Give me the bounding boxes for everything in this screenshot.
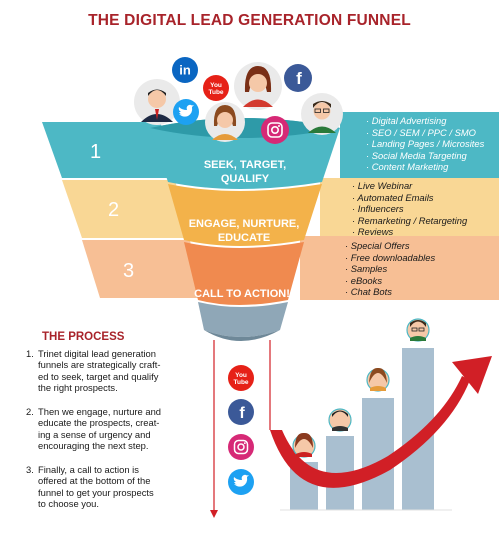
- growth-arrow-head: [452, 356, 492, 394]
- process-step-3: 3. Finally, a call to action is offered …: [26, 464, 154, 510]
- svg-text:f: f: [296, 69, 302, 88]
- growth-arrow: [270, 376, 470, 488]
- avatar-woman-center: [234, 62, 282, 110]
- twitter-icon-side: [228, 469, 254, 495]
- stage2-number: 2: [108, 199, 119, 221]
- svg-text:You: You: [235, 372, 247, 379]
- person-icon-bar4: [406, 318, 430, 342]
- list-item: · Samples: [345, 263, 388, 275]
- stage3-number: 3: [123, 260, 134, 282]
- stage1-tab: [42, 122, 180, 178]
- stage2-label-line1: ENGAGE, NURTURE,: [189, 218, 300, 230]
- list-item: · Remarketing / Retargeting: [352, 214, 468, 226]
- list-item: · Special Offers: [345, 240, 410, 251]
- list-item: · eBooks: [345, 274, 383, 286]
- growth-bar-3: [362, 398, 394, 510]
- funnel-stage1-top: [150, 118, 340, 138]
- list-item: · Landing Pages / Microsites: [366, 138, 485, 150]
- list-item: · Digital Advertising: [366, 115, 447, 126]
- instagram-icon-top: [261, 116, 289, 144]
- funnel-stage3: [184, 242, 304, 305]
- youtube-icon-side: You Tube: [228, 365, 254, 391]
- stage3-bullet-list: · Special Offers · Free downloadables · …: [345, 240, 435, 298]
- person-icon-bar1: [292, 432, 316, 458]
- list-item: · Chat Bots: [345, 286, 392, 298]
- funnel-neck: [198, 302, 288, 337]
- funnel-stage2: [168, 184, 322, 246]
- list-item: · Social Media Targeting: [366, 149, 467, 161]
- funnel-neck-rim: [204, 330, 280, 341]
- facebook-icon-side: f: [228, 399, 254, 425]
- stage2-bullet-list: · Live Webinar · Automated Emails · Infl…: [352, 180, 467, 238]
- person-icon-bar2: [328, 408, 352, 432]
- twitter-icon-top: [173, 99, 199, 125]
- svg-text:Tube: Tube: [208, 89, 223, 96]
- stage2-band: [320, 178, 499, 236]
- page-title: THE DIGITAL LEAD GENERATION FUNNEL: [88, 12, 411, 29]
- list-item: · SEO / SEM / PPC / SMO: [366, 126, 476, 138]
- stage1-label-line2: QUALIFY: [221, 173, 270, 185]
- list-item: · Influencers: [352, 203, 404, 215]
- person-icon-bar3: [366, 367, 390, 392]
- svg-text:You: You: [210, 82, 222, 89]
- process-step-1: 1. Trinet digital lead generation funnel…: [26, 348, 161, 394]
- list-item: · Reviews: [352, 226, 394, 238]
- drip-arrow-left: [210, 510, 218, 518]
- instagram-icon-side: [228, 434, 254, 460]
- process-step-2: 2. Then we engage, nurture and educate t…: [26, 406, 162, 452]
- stage3-label-line1: CALL TO ACTION!: [194, 288, 290, 300]
- youtube-icon-top: You Tube: [203, 75, 229, 101]
- stage3-band: [300, 236, 499, 300]
- stage1-label-line1: SEEK, TARGET,: [204, 159, 286, 171]
- stage1-band: [340, 112, 499, 178]
- svg-text:f: f: [239, 405, 245, 422]
- list-item: · Content Marketing: [366, 161, 449, 173]
- funnel-stage1: [150, 118, 340, 189]
- stage1-bullet-list: · Digital Advertising · SEO / SEM / PPC …: [366, 115, 484, 173]
- svg-text:Tube: Tube: [233, 379, 248, 386]
- process-heading: THE PROCESS: [42, 331, 125, 343]
- list-item: · Live Webinar: [352, 180, 413, 191]
- svg-text:in: in: [179, 63, 191, 78]
- stage2-tab: [62, 180, 190, 238]
- linkedin-icon: in: [172, 57, 198, 83]
- stage2-label-line2: EDUCATE: [218, 232, 270, 244]
- facebook-icon-top: f: [284, 64, 312, 92]
- stage1-number: 1: [90, 141, 101, 163]
- avatar-man-glasses: [301, 93, 343, 135]
- list-item: · Automated Emails: [352, 191, 434, 203]
- avatar-woman-orange: [205, 102, 245, 142]
- list-item: · Free downloadables: [345, 251, 436, 263]
- avatar-man-suit: [134, 79, 180, 125]
- stage3-tab: [82, 240, 200, 298]
